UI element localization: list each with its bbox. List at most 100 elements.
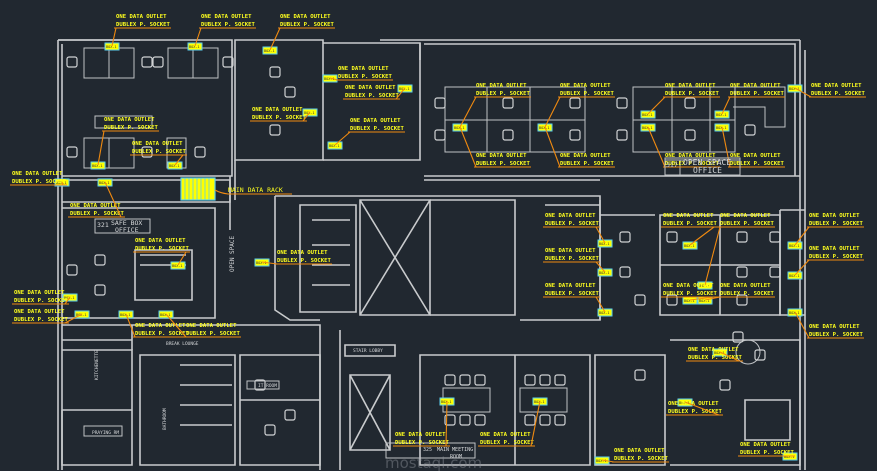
leader-line [794,226,864,246]
callout-line-2: DUBLEX P. SOCKET [480,440,535,446]
callout-line-1: ONE DATA OUTLET [809,213,860,219]
leader-line [704,296,775,301]
stair-lobby-label: STAIR LOBBY [353,348,383,354]
callout-line-1: ONE DATA OUTLET [338,66,389,72]
callout-line-2: DUBLEX P. SOCKET [476,161,531,167]
chair-icon [634,294,646,306]
leader-line [250,111,311,122]
outlet-box-label: BOX-1 [120,313,131,317]
outlet-box: BOX-1 [167,161,183,170]
callout-line-2: DUBLEX P. SOCKET [104,125,159,131]
callout-line-1: ONE DATA OUTLET [350,118,401,124]
chair-icon [666,231,678,243]
chair-icon [619,231,631,243]
callout-line-2: DUBLEX P. SOCKET [560,91,615,97]
meeting-number: 325 [423,447,432,453]
leader-line [543,261,606,273]
leader-line [459,96,531,128]
callout-line-2: DUBLEX P. SOCKET [730,161,785,167]
chair-icon [254,379,266,391]
callout-line-1: ONE DATA OUTLET [730,153,781,159]
open-space-office-label: OFFICE [693,166,722,175]
callout-line-1: ONE DATA OUTLET [12,171,63,177]
leader-line [686,351,743,362]
outlet-box: BOX-1 [697,281,713,290]
outlet-box-label: BOX-1 [56,181,67,185]
callout-line-1: ONE DATA OUTLET [809,324,860,330]
callout-line-2: DUBLEX P. SOCKET [345,93,400,99]
leader-line [334,131,405,146]
callout-line-1: ONE DATA OUTLET [277,250,328,256]
callout-line-2: DUBLEX P. SOCKET [720,221,775,227]
leader-line [647,126,720,168]
chair-icon [94,284,106,296]
outlet-box-label: BOX-1 [599,311,610,315]
callout-line-2: DUBLEX P. SOCKET [338,74,393,80]
chair-icon [66,264,78,276]
chair-icon [684,129,696,141]
leader-line [601,459,669,463]
callout-line-2: DUBLEX P. SOCKET [740,450,795,456]
callout-line-2: DUBLEX P. SOCKET [14,298,69,304]
chair-icon [459,374,471,386]
callout-line-2: DUBLEX P. SOCKET [811,91,866,97]
callout-line-1: ONE DATA OUTLET [135,238,186,244]
outlet-callout: ONE DATA OUTLET DUBLEX P. SOCKET [261,250,332,265]
callout-line-1: ONE DATA OUTLET [280,14,331,20]
outlet-box: BOX-1 [170,261,186,270]
leader-line [165,313,241,338]
chair-icon [736,231,748,243]
callout-line-1: ONE DATA OUTLET [665,83,716,89]
callout-line-1: ONE DATA OUTLET [545,248,596,254]
leader-line [704,226,775,286]
leader-line [794,87,866,98]
chair-icon [769,266,781,278]
outlet-box-label: BOX-1 [789,311,800,315]
outlet-box-label: BOX-1 [784,455,795,459]
chair-icon [539,414,551,426]
chair-icon [634,369,646,381]
chair-icon [616,129,628,141]
chair-icon [152,56,164,68]
callout-line-2: DUBLEX P. SOCKET [135,331,190,337]
chair-icon [284,86,296,98]
leader-line [68,181,125,218]
open-space-label: OPEN SPACE [683,158,731,167]
chair-icon [459,414,471,426]
outlet-box: BOX-1 [682,296,698,305]
callout-line-1: ONE DATA OUTLET [665,153,716,159]
callout-line-2: DUBLEX P. SOCKET [665,91,720,97]
outlet-box-label: BOX-1 [789,87,800,91]
callout-line-2: DUBLEX P. SOCKET [560,161,615,167]
callout-line-1: ONE DATA OUTLET [116,14,167,20]
leader-line [130,154,187,166]
callout-line-2: DUBLEX P. SOCKET [277,258,332,264]
leader-line [721,126,785,168]
chair-icon [619,266,631,278]
callout-line-2: DUBLEX P. SOCKET [395,440,450,446]
praying-room-label: PRAYING RM [92,430,119,436]
chair-icon [434,97,446,109]
leader-line [666,401,723,416]
chair-icon [444,414,456,426]
callout-line-2: DUBLEX P. SOCKET [132,149,187,155]
leader-line [459,126,531,168]
outlet-box-label: BOX-1 [684,244,695,248]
callout-line-2: DUBLEX P. SOCKET [545,291,600,297]
chair-icon [474,414,486,426]
watermark: mostaql.com [385,454,482,471]
